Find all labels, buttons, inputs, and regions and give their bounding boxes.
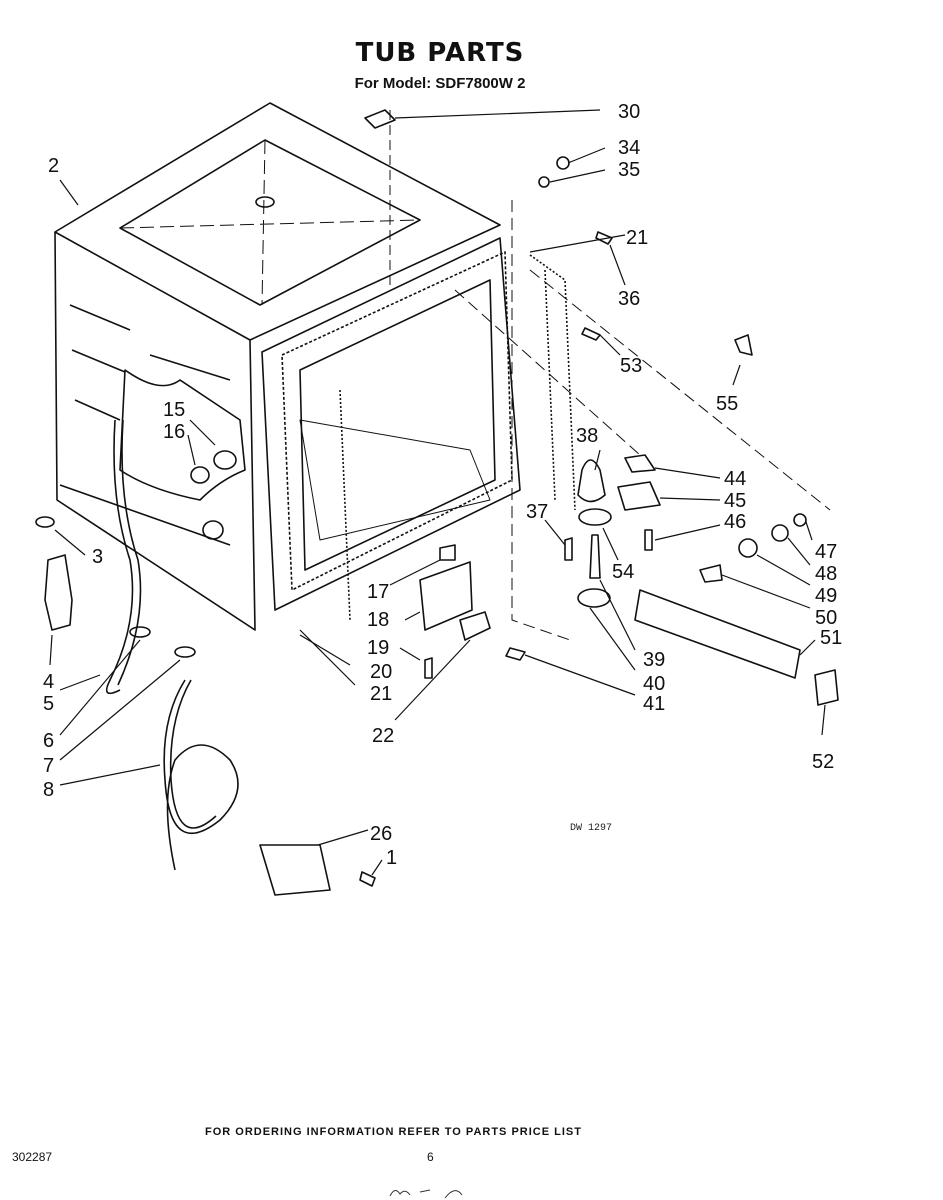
callout-label: 7 xyxy=(43,755,54,777)
page-title: TUB PARTS xyxy=(355,38,525,68)
callout-label: 19 xyxy=(367,637,389,659)
ordering-note: FOR ORDERING INFORMATION REFER TO PARTS … xyxy=(205,1126,582,1138)
callout-label: 2 xyxy=(48,155,59,177)
callout-label: 16 xyxy=(163,421,185,443)
callout-label: 45 xyxy=(724,490,746,512)
construction-lines xyxy=(454,200,831,641)
callout-label: 38 xyxy=(576,425,598,447)
callout-label: 40 xyxy=(643,673,665,695)
callout-label: 8 xyxy=(43,779,54,801)
callout-label: 53 xyxy=(620,355,642,377)
callout-label: 22 xyxy=(372,725,394,747)
callout-label: 17 xyxy=(367,581,389,603)
callout-label: 54 xyxy=(612,561,634,583)
callout-label: 55 xyxy=(716,393,738,415)
document-number: 302287 xyxy=(12,1150,53,1164)
tub-body-drawing xyxy=(54,102,501,631)
callout-label: 50 xyxy=(815,607,837,629)
diagram-code: DW 1297 xyxy=(570,823,612,834)
callout-label: 21 xyxy=(370,683,392,705)
callout-label: 15 xyxy=(163,399,185,421)
leader-lines xyxy=(49,109,826,876)
callout-label: 47 xyxy=(815,541,837,563)
callout-label: 37 xyxy=(526,501,548,523)
callout-label: 26 xyxy=(370,823,392,845)
callout-label: 20 xyxy=(370,661,392,683)
callout-labels: 30 34 35 2 21 36 53 55 15 16 38 44 45 3 … xyxy=(43,101,842,869)
callout-label: 21 xyxy=(626,227,648,249)
callout-label: 46 xyxy=(724,511,746,533)
model-subtitle: For Model: SDF7800W 2 xyxy=(354,75,526,92)
callout-label: 6 xyxy=(43,730,54,752)
hose-and-valve-drawing xyxy=(35,419,331,896)
callout-label: 3 xyxy=(92,546,103,568)
callout-label: 49 xyxy=(815,585,837,607)
page-number: 6 xyxy=(427,1150,434,1164)
callout-label: 44 xyxy=(724,468,746,490)
callout-label: 51 xyxy=(820,627,842,649)
callout-label: 39 xyxy=(643,649,665,671)
callout-label: 34 xyxy=(618,137,640,159)
callout-label: 18 xyxy=(367,609,389,631)
callout-label: 1 xyxy=(386,847,397,869)
hardware-drawing xyxy=(190,109,839,887)
handwritten-mark xyxy=(389,1189,463,1199)
callout-label: 5 xyxy=(43,693,54,715)
callout-label: 52 xyxy=(812,751,834,773)
callout-label: 4 xyxy=(43,671,54,693)
callout-label: 36 xyxy=(618,288,640,310)
callout-label: 35 xyxy=(618,159,640,181)
callout-label: 41 xyxy=(643,693,665,715)
callout-label: 30 xyxy=(618,101,640,123)
door-frame-gasket-drawing xyxy=(261,110,576,621)
callout-label: 48 xyxy=(815,563,837,585)
